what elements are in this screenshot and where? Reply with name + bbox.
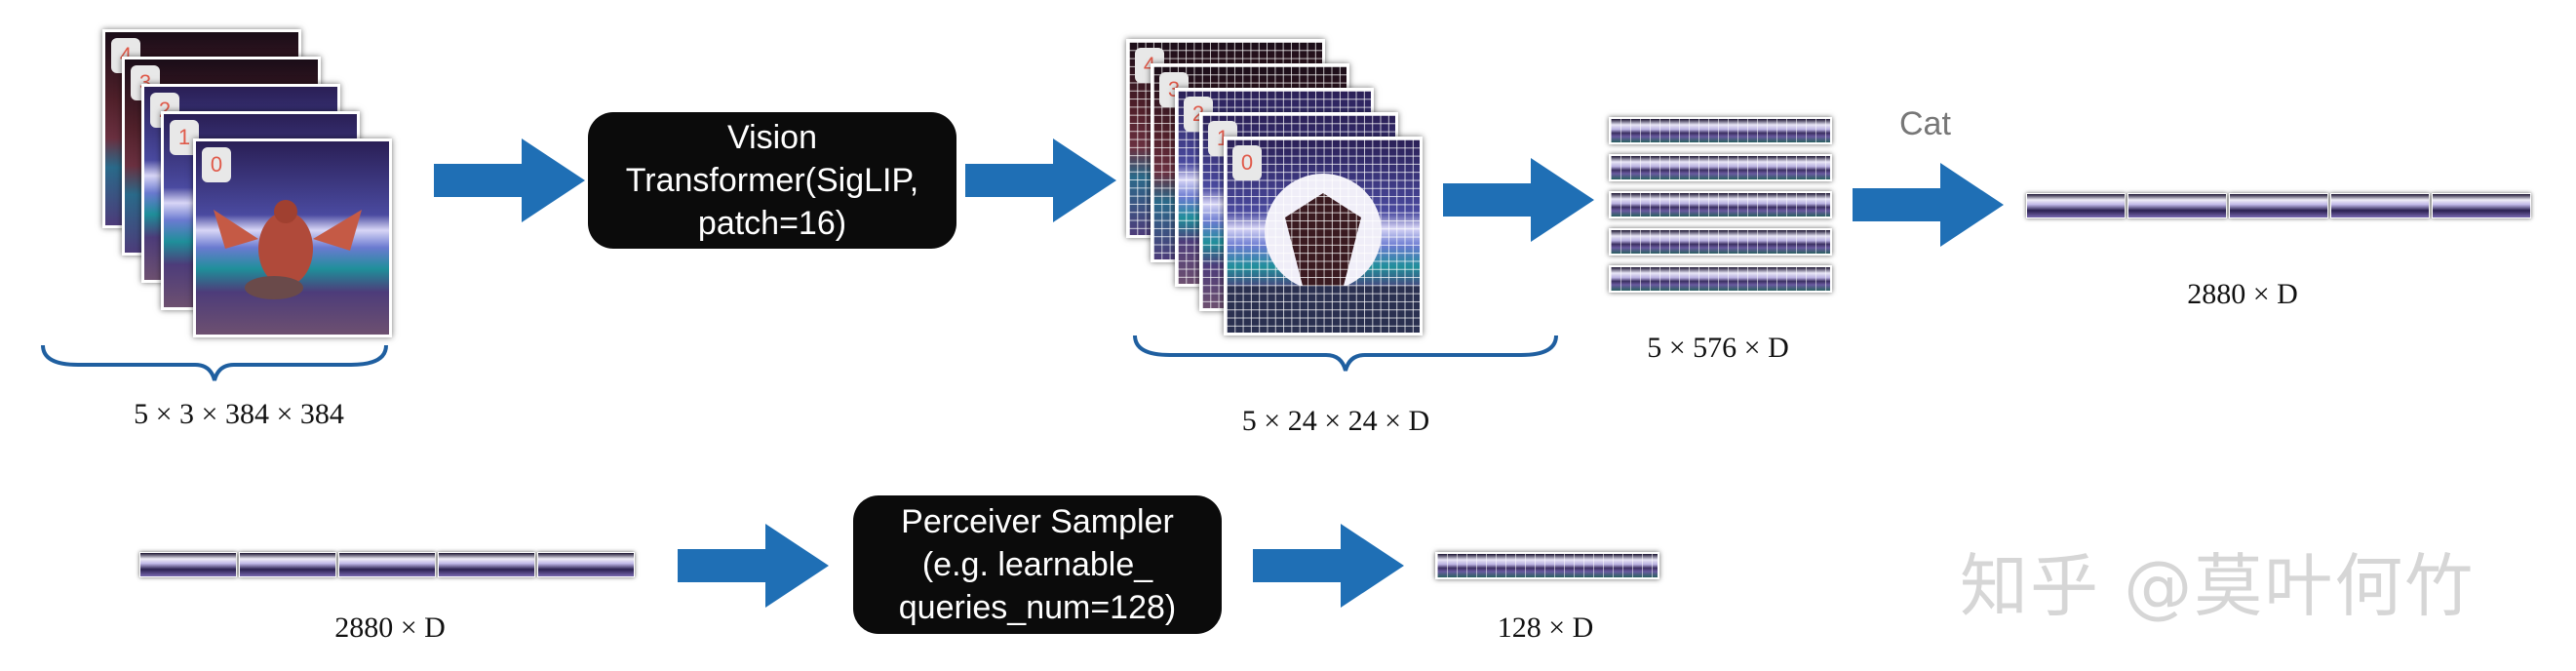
- perceiver-line: Perceiver Sampler: [901, 503, 1174, 540]
- token-strip: [1609, 265, 1832, 293]
- watermark: 知乎 @莫叶何竹: [1960, 546, 2476, 626]
- vit-line: Vision: [727, 119, 817, 156]
- vit-line: patch=16): [697, 205, 847, 242]
- output-token-strip: [1435, 552, 1659, 579]
- strip-segment: [2026, 193, 2126, 218]
- patch-grid: 0: [1224, 137, 1423, 336]
- arrow-icon: [1443, 158, 1594, 242]
- token-strip: [1609, 228, 1832, 256]
- cat-label: Cat: [1899, 105, 1951, 142]
- arrow-icon: [678, 524, 829, 608]
- strip-segment: [537, 552, 635, 577]
- arrow-icon: [1853, 163, 2004, 247]
- dragon-figure: [214, 200, 362, 299]
- strip-segment: [2330, 193, 2430, 218]
- patch-brace: [1133, 335, 1558, 372]
- concat-dims-label: 2880 × D: [2187, 278, 2298, 310]
- arrow-icon: [965, 138, 1116, 222]
- token-strip: [1609, 117, 1832, 144]
- strip-segment: [239, 552, 336, 577]
- strip-segment: [2229, 193, 2328, 218]
- stack-dims-label: 5 × 576 × D: [1647, 332, 1789, 364]
- input-brace: [41, 344, 388, 381]
- perceiver-line: (e.g. learnable_: [921, 546, 1153, 583]
- strip-segment: [139, 552, 237, 577]
- strip-segment: [2432, 193, 2531, 218]
- perceiver-line: queries_num=128): [898, 589, 1177, 626]
- token-strip: [1609, 191, 1832, 218]
- input-frame: 0: [193, 138, 392, 337]
- row2-input-dims-label: 2880 × D: [334, 612, 446, 644]
- strip-segment: [2127, 193, 2227, 218]
- frame-index-badge: 0: [1232, 145, 1262, 180]
- frame-index-badge: 1: [170, 120, 199, 155]
- frame-index-badge: 0: [202, 147, 231, 182]
- strip-segment: [438, 552, 535, 577]
- arrow-icon: [434, 138, 585, 222]
- perceiver-sampler-box: Perceiver Sampler (e.g. learnable_ queri…: [853, 495, 1222, 634]
- output-dims-label: 128 × D: [1497, 612, 1594, 644]
- vit-line: Transformer(SigLIP,: [625, 162, 919, 199]
- patch-dims-label: 5 × 24 × 24 × D: [1241, 405, 1430, 437]
- vision-transformer-box: Vision Transformer(SigLIP, patch=16): [588, 112, 956, 249]
- token-strip: [1609, 154, 1832, 181]
- strip-segment: [338, 552, 436, 577]
- input-dims-label: 5 × 3 × 384 × 384: [134, 398, 344, 430]
- arrow-icon: [1253, 524, 1404, 608]
